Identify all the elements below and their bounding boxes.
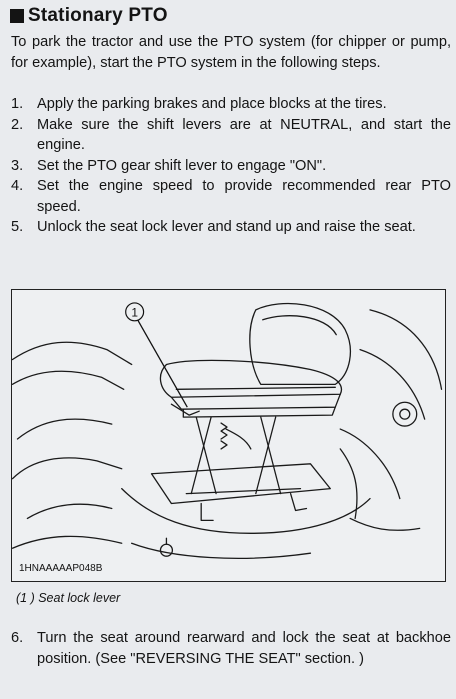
step-item: 6. Turn the seat around rearward and loc… <box>11 628 451 669</box>
callout-number: 1 <box>131 305 138 319</box>
step-text: Set the engine speed to provide recommen… <box>37 178 451 215</box>
step-item: 3. Set the PTO gear shift lever to engag… <box>11 156 451 177</box>
seat-lock-illustration: 1 1HNAAAAAP048B <box>11 289 446 582</box>
intro-paragraph: To park the tractor and use the PTO syst… <box>11 34 451 71</box>
callout-circle <box>125 302 145 322</box>
step-number: 3. <box>11 157 24 174</box>
figure-code: 1HNAAAAAP048B <box>19 563 103 574</box>
tractor-seat-drawing: 1 <box>12 302 443 560</box>
step-item: 1. Apply the parking brakes and place bl… <box>11 94 451 115</box>
step-item: 5. Unlock the seat lock lever and stand … <box>11 217 451 238</box>
step-text: Unlock the seat lock lever and stand up … <box>37 219 416 235</box>
step-item: 4. Set the engine speed to provide recom… <box>11 176 451 217</box>
step-number: 1. <box>11 96 24 112</box>
step-item: 2. Make sure the shift levers are at NEU… <box>11 115 451 156</box>
step-text: Set the PTO gear shift lever to engage "… <box>37 157 327 174</box>
step-number: 6. <box>11 630 24 646</box>
step-number: 4. <box>11 178 24 194</box>
step-text: Make sure the shift levers are at NEUTRA… <box>37 116 451 154</box>
callout-leader-line <box>137 319 188 408</box>
heading-bullet-square <box>10 9 24 23</box>
step-text: Apply the parking brakes and place block… <box>37 96 387 112</box>
section-title: Stationary PTO <box>28 5 168 26</box>
steps-list: 1. Apply the parking brakes and place bl… <box>11 94 451 238</box>
step-number: 2. <box>11 116 24 133</box>
figure-caption: (1 ) Seat lock lever <box>16 591 121 605</box>
section-heading: Stationary PTO <box>10 5 168 27</box>
step-text: Turn the seat around rearward and lock t… <box>37 630 451 667</box>
step-number: 5. <box>11 219 24 235</box>
